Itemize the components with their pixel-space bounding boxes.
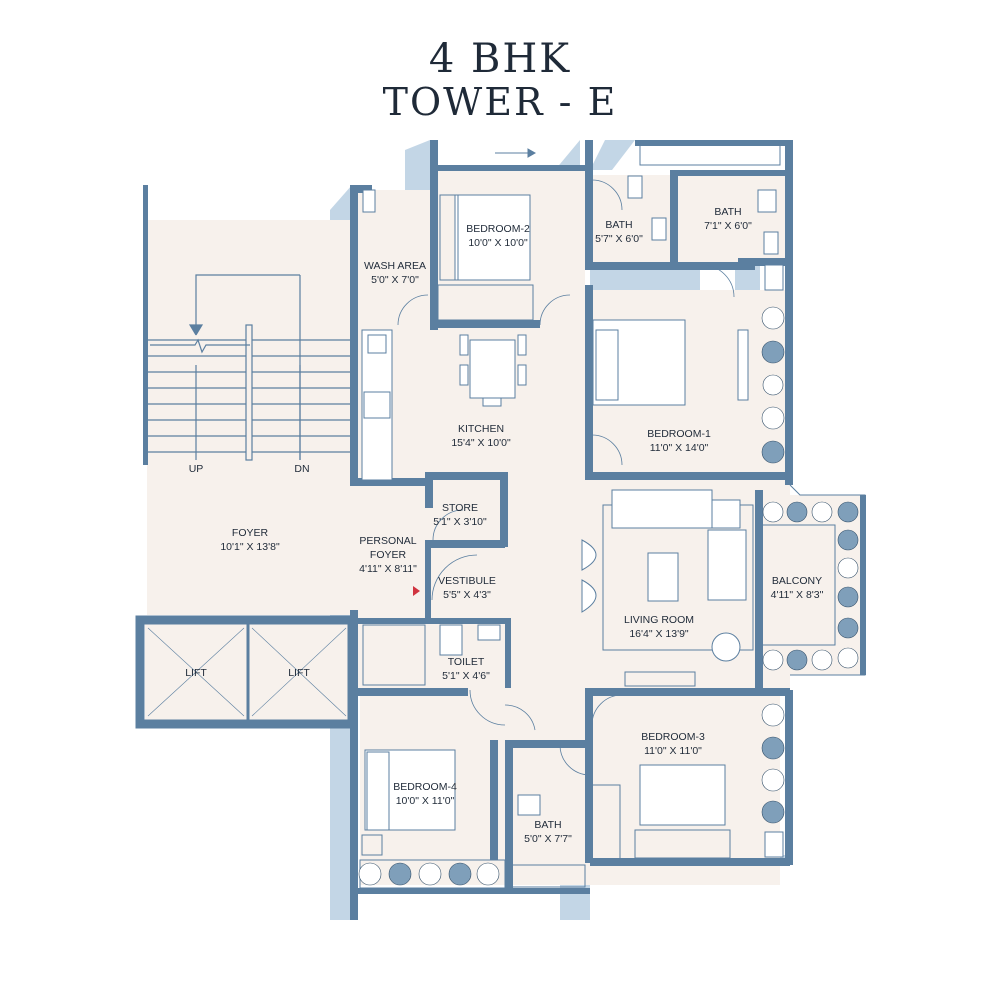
walls xyxy=(143,140,866,920)
direction-arrow xyxy=(495,148,537,158)
entry-marker xyxy=(413,586,420,596)
stair-up-label: UP xyxy=(188,463,204,475)
staircase xyxy=(147,274,350,461)
lift-label-2: LIFT xyxy=(288,667,310,679)
door-swings xyxy=(397,179,735,776)
furniture xyxy=(361,144,784,888)
lift-label-1: LIFT xyxy=(185,667,207,679)
plan-title-line2: TOWER - E xyxy=(382,80,618,124)
stair-down-label: DN xyxy=(294,463,310,475)
planter-plants xyxy=(358,306,859,886)
plan-title-line1: 4 BHK xyxy=(428,36,572,82)
